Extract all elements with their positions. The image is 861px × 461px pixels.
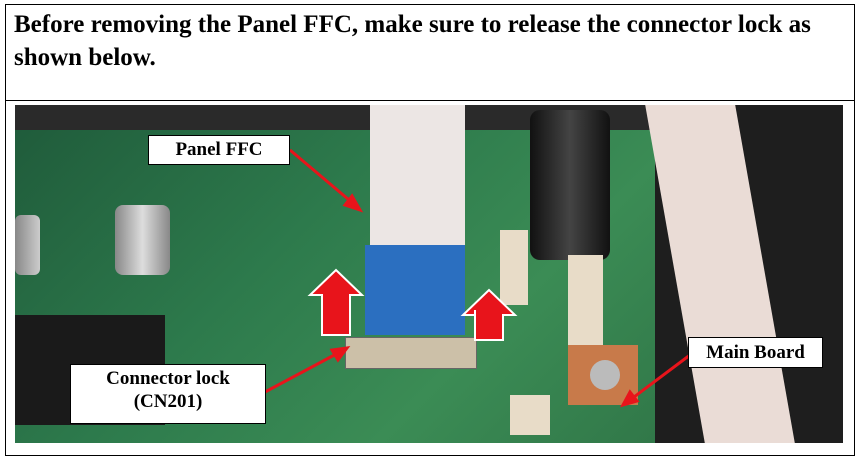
small-capacitor-2	[15, 215, 40, 275]
pointer-panel-ffc	[289, 148, 356, 207]
up-arrow-right	[460, 288, 518, 341]
capacitor	[530, 110, 610, 260]
figure-frame	[5, 4, 855, 456]
pointer-connector-lock	[264, 350, 341, 394]
connector-lock-text: Connector lock	[106, 368, 230, 389]
pointer-main-board	[629, 353, 691, 402]
divider	[5, 100, 855, 101]
connector-id-text: (CN201)	[133, 391, 203, 412]
panel-ffc-text: Panel FFC	[175, 139, 263, 160]
ffc-cable-blue	[365, 245, 465, 335]
up-arrow-left	[307, 268, 365, 336]
right-connector	[568, 255, 603, 355]
label-panel-ffc: Panel FFC	[148, 135, 290, 165]
label-main-board: Main Board	[688, 337, 823, 368]
instruction-text: Before removing the Panel FFC, make sure…	[14, 11, 811, 71]
ffc-cable-white	[370, 105, 465, 245]
connector	[345, 337, 477, 369]
lower-connector	[510, 395, 550, 435]
screw	[590, 360, 620, 390]
label-connector-lock: Connector lock (CN201)	[70, 364, 266, 424]
small-capacitor	[115, 205, 170, 275]
side-connector	[500, 230, 528, 305]
main-board-text: Main Board	[706, 342, 805, 363]
